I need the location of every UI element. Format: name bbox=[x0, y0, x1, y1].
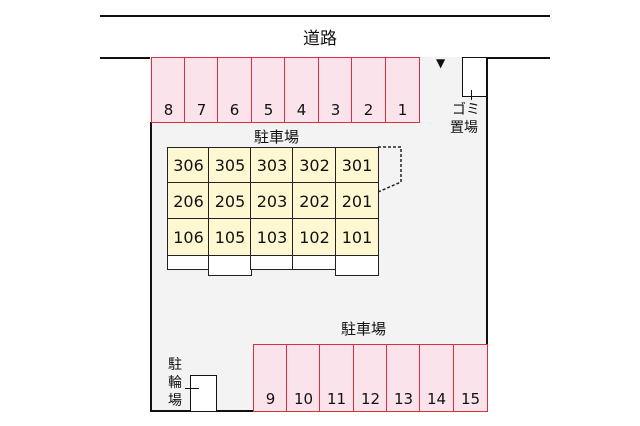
unit-305[interactable]: 305 bbox=[208, 147, 252, 184]
unit-202[interactable]: 202 bbox=[292, 182, 337, 220]
entrance-marker-icon: ▼ bbox=[436, 56, 446, 70]
road-bottom-edge-right bbox=[487, 57, 550, 59]
road-label: 道路 bbox=[303, 29, 337, 49]
unit-206[interactable]: 206 bbox=[167, 182, 210, 220]
dashed-annex-outline bbox=[377, 146, 402, 193]
site-bottom-wall bbox=[150, 410, 255, 412]
parking-space-11[interactable]: 11 bbox=[319, 344, 354, 412]
unit-302[interactable]: 302 bbox=[292, 147, 337, 184]
site-left-wall bbox=[150, 122, 152, 412]
balcony-06 bbox=[167, 255, 210, 270]
bike-parking-char-3: 場 bbox=[168, 393, 182, 409]
parking-space-13[interactable]: 13 bbox=[386, 344, 421, 412]
unit-103[interactable]: 103 bbox=[250, 218, 294, 257]
unit-303[interactable]: 303 bbox=[250, 147, 294, 184]
balcony-03 bbox=[250, 255, 294, 270]
parking-space-2[interactable]: 2 bbox=[351, 57, 386, 123]
parking-space-5[interactable]: 5 bbox=[251, 57, 286, 123]
unit-102[interactable]: 102 bbox=[292, 218, 337, 257]
parking-space-3[interactable]: 3 bbox=[318, 57, 353, 123]
bottom-parking-label: 駐車場 bbox=[341, 320, 387, 338]
unit-101[interactable]: 101 bbox=[335, 218, 379, 257]
garbage-area-tick bbox=[471, 90, 472, 100]
unit-203[interactable]: 203 bbox=[250, 182, 294, 220]
road-bottom-edge-left bbox=[100, 57, 152, 59]
balcony-02 bbox=[292, 255, 337, 270]
road-top-edge bbox=[100, 15, 550, 17]
balcony-01 bbox=[335, 255, 379, 276]
garbage-area-box bbox=[462, 57, 486, 97]
parking-space-14[interactable]: 14 bbox=[419, 344, 454, 412]
bike-parking-char-1: 駐 bbox=[168, 357, 182, 373]
bike-parking-box[interactable] bbox=[190, 375, 217, 411]
parking-space-10[interactable]: 10 bbox=[286, 344, 321, 412]
parking-space-9[interactable]: 9 bbox=[253, 344, 288, 412]
top-parking-label: 駐車場 bbox=[254, 128, 300, 146]
unit-106[interactable]: 106 bbox=[167, 218, 210, 257]
parking-space-4[interactable]: 4 bbox=[284, 57, 319, 123]
site-right-wall bbox=[486, 57, 488, 344]
unit-105[interactable]: 105 bbox=[208, 218, 252, 257]
unit-201[interactable]: 201 bbox=[335, 182, 379, 220]
parking-space-15[interactable]: 15 bbox=[453, 344, 488, 412]
parking-space-12[interactable]: 12 bbox=[353, 344, 388, 412]
garbage-area-label-1: ゴミ bbox=[452, 102, 480, 118]
garbage-area-label-2: 置場 bbox=[450, 120, 478, 136]
unit-306[interactable]: 306 bbox=[167, 147, 210, 184]
parking-space-6[interactable]: 6 bbox=[217, 57, 252, 123]
parking-space-7[interactable]: 7 bbox=[184, 57, 219, 123]
parking-space-8[interactable]: 8 bbox=[151, 57, 186, 123]
bike-parking-tick bbox=[185, 388, 199, 389]
bike-parking-char-2: 輪 bbox=[168, 375, 182, 391]
unit-301[interactable]: 301 bbox=[335, 147, 379, 184]
parking-space-1[interactable]: 1 bbox=[385, 57, 420, 123]
balcony-05 bbox=[208, 255, 252, 276]
unit-205[interactable]: 205 bbox=[208, 182, 252, 220]
